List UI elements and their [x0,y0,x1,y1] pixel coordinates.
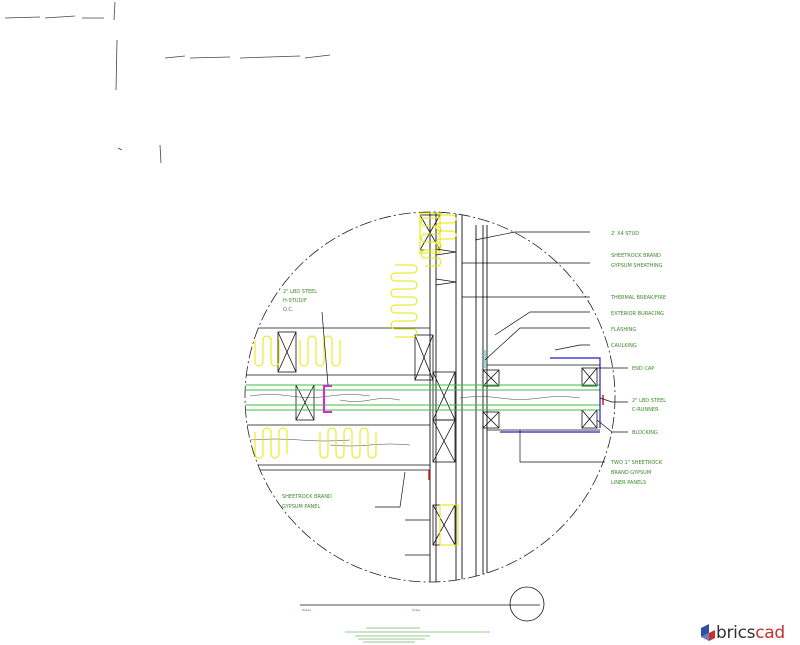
title-block-mid-label: Scale [412,608,420,612]
brand-name-accent: cad [755,623,785,643]
label-left-steel-3: O.C. [283,307,294,313]
insulation-batts [254,212,459,546]
label-blocking: BLOCKING [632,430,658,436]
label-gypsum-panel-2: GYPSUM PANEL [282,504,320,510]
label-sheathing-1: SHEETROCK BRAND [611,253,661,259]
label-runner-2: C-RUNNER [632,407,659,413]
label-left-steel-1: 2" LBD STEEL [283,289,317,295]
brand-name-main: brics [716,623,756,643]
bricscad-logo-icon [701,624,715,641]
label-liner-1: TWO 1" SHEETROCK [610,460,663,466]
label-thermal-break: THERMAL BREAK/FIRE [610,295,666,301]
label-stud: 2' X4 STUD [611,231,639,237]
label-gypsum-panel-1: SHEETROCK BRAND [282,494,332,500]
title-block: Detail Scale [300,586,545,643]
sketch-artifacts [4,1,331,164]
label-caulking: CAULKING [611,343,637,349]
wall-section [245,212,604,582]
label-end-cap: END CAP [632,366,654,372]
label-exterior-bracing: EXTERIOR BURACING [611,311,664,317]
label-left-steel-2: H-STUD/F [283,298,307,304]
bricscad-wordmark: bricscad [716,623,785,643]
title-block-left-label: Detail [302,608,311,612]
label-liner-3: LINER PANELS [611,480,646,486]
detail-number-bubble [509,586,545,622]
floor-deck-layers [245,384,600,411]
label-liner-2: BRAND GYPSUM [611,470,651,476]
c-runner-shape [323,385,332,413]
label-sheathing-2: GYPSUM SHEATHING [611,263,663,269]
label-flashing: FLASHING [611,327,636,333]
callout-labels: 2' X4 STUD SHEETROCK BRAND GYPSUM SHEATH… [282,231,666,510]
leader-lines [321,231,628,508]
bricscad-logo: bricscad [700,622,785,644]
label-runner-1: 2" LBD STEEL [632,398,666,404]
